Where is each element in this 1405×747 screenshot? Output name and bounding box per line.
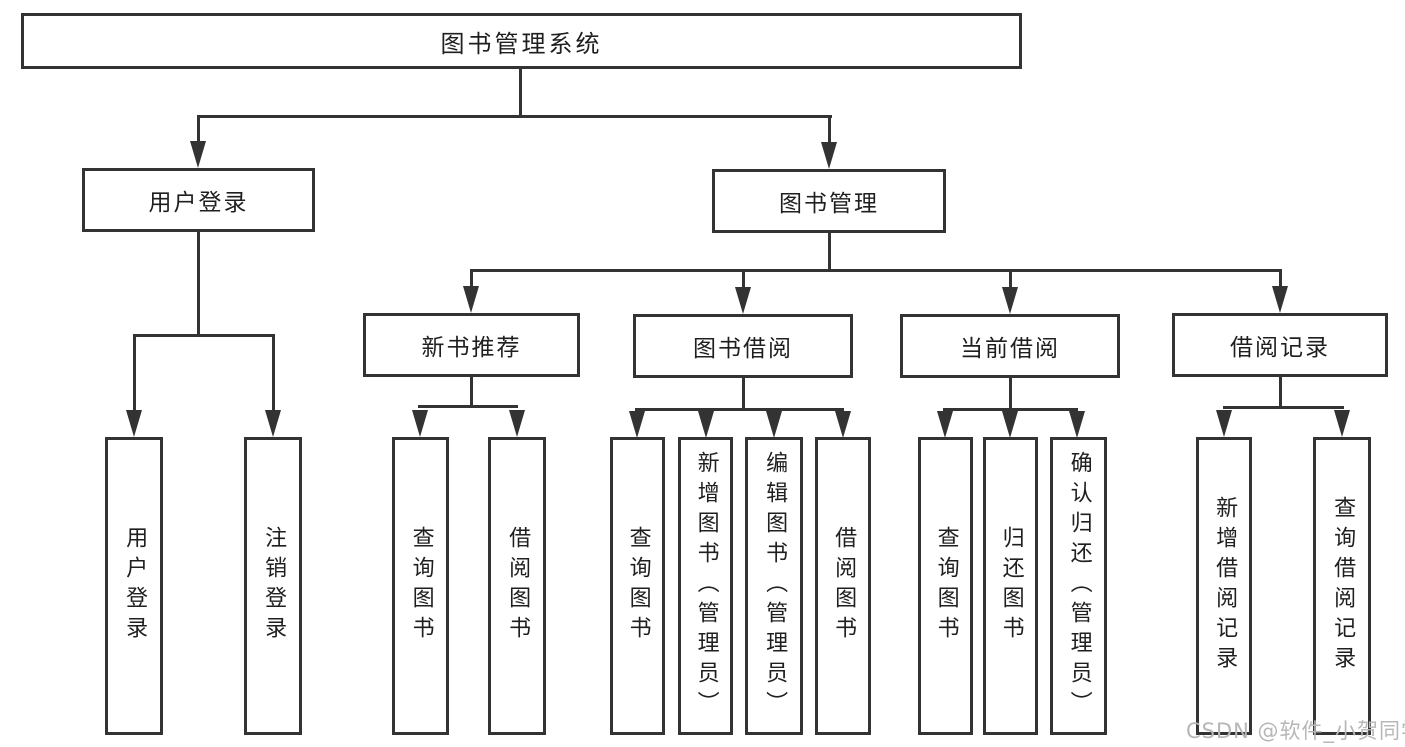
node-book-borrowing: 图书借阅 bbox=[633, 314, 853, 378]
leaf-query-books-recommend: 查询图书 bbox=[392, 437, 449, 735]
connector-book-management-stem bbox=[828, 233, 831, 272]
connector-user-login-rail bbox=[133, 334, 275, 337]
arrow-down-icon bbox=[1069, 411, 1085, 438]
arrow-down-icon bbox=[265, 410, 281, 437]
arrow-down-icon bbox=[937, 411, 953, 438]
leaf-user-login-label: 用户登录 bbox=[122, 526, 148, 646]
leaf-add-borrow-record-label: 新增借阅记录 bbox=[1212, 496, 1238, 676]
connector-borrow-records-rail bbox=[1223, 406, 1344, 409]
arrow-down-icon bbox=[1272, 286, 1288, 313]
connector-current-borrowing-stem bbox=[1009, 378, 1012, 411]
leaf-add-borrow-record: 新增借阅记录 bbox=[1196, 437, 1252, 735]
leaf-query-borrow-record-label: 查询借阅记录 bbox=[1330, 496, 1356, 676]
leaf-query-books-borrowing: 查询图书 bbox=[610, 437, 665, 735]
arrow-down-icon bbox=[126, 410, 142, 437]
leaf-add-book-admin-label: 新增图书（管理员） bbox=[693, 451, 719, 721]
leaf-borrow-books-recommend-label: 借阅图书 bbox=[505, 526, 531, 646]
node-user-login: 用户登录 bbox=[82, 168, 315, 232]
node-borrow-records: 借阅记录 bbox=[1172, 313, 1388, 377]
leaf-query-books-current-label: 查询图书 bbox=[933, 526, 959, 646]
leaf-edit-book-admin: 编辑图书（管理员） bbox=[745, 437, 803, 735]
arrow-down-icon bbox=[835, 411, 851, 438]
connector-borrow-records-stem bbox=[1279, 377, 1282, 409]
leaf-logout: 注销登录 bbox=[244, 437, 302, 735]
arrow-down-icon bbox=[766, 411, 782, 438]
leaf-return-books: 归还图书 bbox=[983, 437, 1038, 735]
leaf-confirm-return-admin-label: 确认归还（管理员） bbox=[1066, 451, 1092, 721]
arrow-down-icon bbox=[735, 287, 751, 314]
node-book-management-label: 图书管理 bbox=[779, 191, 879, 217]
leaf-query-borrow-record: 查询借阅记录 bbox=[1313, 437, 1371, 735]
node-user-login-label: 用户登录 bbox=[148, 190, 249, 216]
connector-user-login-stem bbox=[197, 232, 200, 337]
connector-level1-rail bbox=[197, 115, 832, 118]
leaf-query-books-borrowing-label: 查询图书 bbox=[625, 526, 651, 646]
leaf-edit-book-admin-label: 编辑图书（管理员） bbox=[762, 451, 788, 721]
node-borrow-records-label: 借阅记录 bbox=[1230, 335, 1330, 361]
arrow-down-icon bbox=[1002, 411, 1018, 438]
connector-drop-leaf bbox=[133, 334, 136, 412]
leaf-borrow-books-borrowing: 借阅图书 bbox=[815, 437, 871, 735]
connector-book-borrowing-stem bbox=[742, 378, 745, 411]
leaf-return-books-label: 归还图书 bbox=[998, 526, 1024, 646]
node-new-book-recommend: 新书推荐 bbox=[363, 313, 580, 377]
node-current-borrowing-label: 当前借阅 bbox=[960, 336, 1060, 362]
connector-new-book-stem bbox=[470, 377, 473, 408]
connector-book-borrowing-rail bbox=[635, 408, 844, 411]
leaf-query-books-current: 查询图书 bbox=[918, 437, 973, 735]
connector-drop-leaf bbox=[272, 334, 275, 412]
watermark-text: CSDN @软件_小贺同学 bbox=[1186, 719, 1405, 743]
node-book-management: 图书管理 bbox=[712, 169, 946, 233]
leaf-logout-label: 注销登录 bbox=[261, 526, 287, 646]
arrow-down-icon bbox=[1334, 410, 1350, 437]
arrow-down-icon bbox=[629, 411, 645, 438]
arrow-down-icon bbox=[190, 141, 206, 168]
arrow-down-icon bbox=[463, 286, 479, 313]
leaf-borrow-books-recommend: 借阅图书 bbox=[488, 437, 546, 735]
node-root: 图书管理系统 bbox=[21, 13, 1022, 69]
connector-drop-book-management bbox=[828, 115, 831, 145]
arrow-down-icon bbox=[1002, 287, 1018, 314]
node-root-label: 图书管理系统 bbox=[440, 29, 603, 58]
arrow-down-icon bbox=[821, 142, 837, 169]
connector-root-stem bbox=[519, 69, 522, 118]
connector-drop-new-book bbox=[470, 269, 473, 289]
leaf-user-login: 用户登录 bbox=[105, 437, 163, 735]
arrow-down-icon bbox=[698, 411, 714, 438]
leaf-add-book-admin: 新增图书（管理员） bbox=[678, 437, 733, 735]
connector-current-borrowing-rail bbox=[943, 408, 1078, 411]
leaf-borrow-books-borrowing-label: 借阅图书 bbox=[831, 526, 857, 646]
node-new-book-recommend-label: 新书推荐 bbox=[421, 335, 522, 361]
node-current-borrowing: 当前借阅 bbox=[900, 314, 1120, 378]
node-book-borrowing-label: 图书借阅 bbox=[693, 336, 793, 362]
connector-level2-rail bbox=[470, 269, 1282, 272]
connector-drop-user-login bbox=[197, 115, 200, 145]
leaf-confirm-return-admin: 确认归还（管理员） bbox=[1050, 437, 1107, 735]
connector-drop-borrow-records bbox=[1279, 269, 1282, 289]
arrow-down-icon bbox=[1216, 410, 1232, 437]
connector-drop-current-borrowing bbox=[1009, 269, 1012, 289]
arrow-down-icon bbox=[509, 410, 525, 437]
leaf-query-books-recommend-label: 查询图书 bbox=[408, 526, 434, 646]
connector-drop-book-borrowing bbox=[742, 269, 745, 289]
connector-new-book-rail bbox=[418, 405, 518, 408]
arrow-down-icon bbox=[412, 410, 428, 437]
